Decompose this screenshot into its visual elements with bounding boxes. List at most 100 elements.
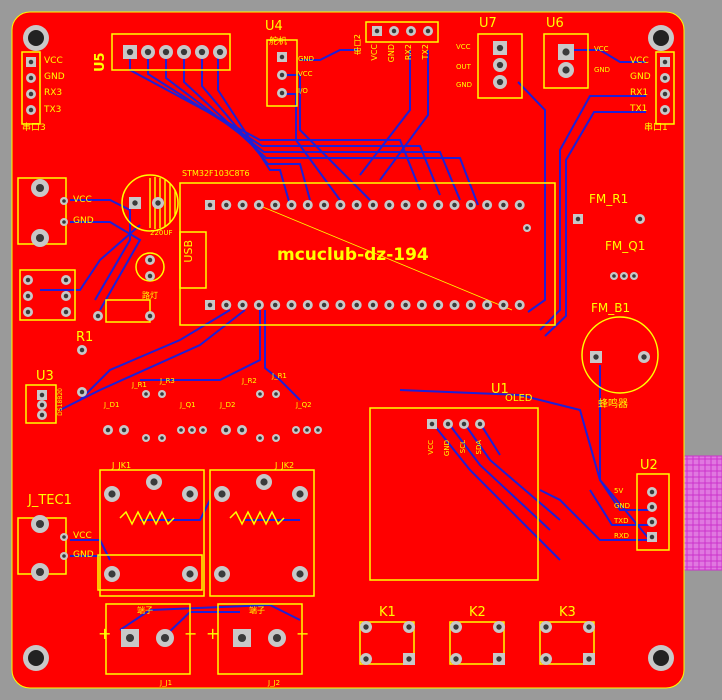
k1-label: K1 (379, 605, 396, 620)
u7-pin-vcc: VCC (456, 43, 471, 51)
relay-pin (146, 474, 162, 490)
u6-pin (558, 62, 574, 78)
j-r2-label: J_R2 (242, 377, 257, 385)
board-title: mcuclub-dz-194 (277, 245, 429, 265)
mcu-pin-bottom (351, 300, 362, 310)
switch-pin (61, 275, 71, 285)
silk-outlines (17, 21, 675, 675)
silk-diagonal (257, 204, 513, 311)
mcu-pin-top (368, 200, 378, 210)
mcu-pin-top (498, 200, 509, 210)
switch-pin (23, 291, 33, 301)
j-d1-label: J_D1 (104, 401, 120, 409)
u4-pin (277, 70, 287, 80)
mcu-pin-top (351, 200, 362, 210)
u5-pin (141, 45, 155, 59)
u5-pin (123, 45, 137, 59)
tec-jack-pad (31, 515, 49, 533)
mcu-pin-bottom (482, 300, 493, 310)
pads (23, 26, 670, 665)
led-pin (103, 425, 113, 435)
terminal-pin (233, 629, 251, 647)
mcu-pin-top (270, 200, 281, 210)
right-header-sub: 串口1 (644, 123, 668, 133)
top-header-pin (423, 26, 433, 36)
right-header-pin (660, 89, 670, 99)
mcu-pin-bottom (270, 300, 281, 310)
buzzer-pin (638, 351, 650, 363)
left-header-gnd: GND (44, 72, 65, 82)
u3-pin (37, 410, 47, 420)
mcu-extra-pad (523, 224, 531, 232)
u4-pin (277, 52, 287, 62)
oled-pin (475, 419, 485, 429)
u4-pin-gnd: GND (298, 55, 315, 63)
mcu-pin-top (416, 200, 427, 210)
jr-pin (158, 434, 166, 442)
switch-pin (61, 307, 71, 317)
u3-sub-label: DS18B20 (57, 388, 64, 416)
oled-pin (427, 419, 437, 429)
left-header-tx3: TX3 (44, 105, 62, 115)
mcu-label: STM32F103C8T6 (182, 169, 250, 178)
res-pin (145, 311, 155, 321)
mcu-pin-bottom (319, 300, 330, 310)
u7-pin-out: OUT (456, 63, 471, 71)
jr-pin (256, 390, 264, 398)
relay1-coil (119, 510, 175, 526)
relay-pin (214, 566, 230, 582)
power-pin (60, 218, 68, 226)
mcu-pin-top (302, 200, 313, 210)
q1-pin (177, 426, 185, 434)
mcu-pin-bottom (368, 300, 378, 310)
j-q2-label: J_Q2 (296, 401, 312, 409)
u4-label: U4 (265, 19, 283, 34)
relay-pin (292, 486, 308, 502)
jk1-label: J_JK1 (112, 461, 132, 470)
mcu-pin-bottom (514, 300, 525, 310)
fm-b1-sub-label: 蜂鸣器 (598, 399, 628, 410)
q2-pin (292, 426, 300, 434)
top-header-pin (372, 26, 382, 36)
k3-label: K3 (559, 605, 576, 620)
relay-pin (256, 474, 272, 490)
lamp-pin (145, 255, 155, 265)
key-pin (403, 653, 415, 665)
led-pin (119, 425, 129, 435)
u4-sub-label: 舵机 (269, 37, 288, 47)
power-vcc-label: VCC (73, 195, 92, 205)
mcu-pin-top (514, 200, 525, 210)
key-pin (403, 621, 415, 633)
j-d2-label: J_D2 (220, 401, 236, 409)
mcu-pin-bottom (286, 300, 297, 310)
u7-pin (493, 75, 507, 89)
top-header-pin (406, 26, 416, 36)
mcu-pin-bottom (221, 300, 232, 310)
u7-pin (493, 41, 507, 55)
mcu-pin-bottom (253, 300, 264, 310)
led-pin (237, 425, 247, 435)
key-pin (450, 653, 462, 665)
switch-pin (23, 275, 33, 285)
right-header-rx1: RX1 (630, 88, 649, 98)
jr-pin (256, 434, 264, 442)
left-header-pin (26, 89, 36, 99)
u2-pin (647, 532, 657, 542)
right-header-tx1: TX1 (630, 104, 648, 114)
right-header-pin (660, 105, 670, 115)
jr-pin (142, 390, 150, 398)
u7-pin (493, 58, 507, 72)
mcu-pin-top (433, 200, 444, 210)
oled-pin (443, 419, 453, 429)
left-header-pin (26, 57, 36, 67)
fm-q1-label: FM_Q1 (605, 239, 646, 253)
left-header-pin (26, 73, 36, 83)
fm-r1-pin (573, 214, 583, 224)
mcu-pin-bottom (237, 300, 248, 310)
mcu-pin-top (482, 200, 493, 210)
q2-pin (303, 426, 311, 434)
terminal2-minus: − (296, 624, 310, 643)
relay2-coil (229, 510, 285, 526)
